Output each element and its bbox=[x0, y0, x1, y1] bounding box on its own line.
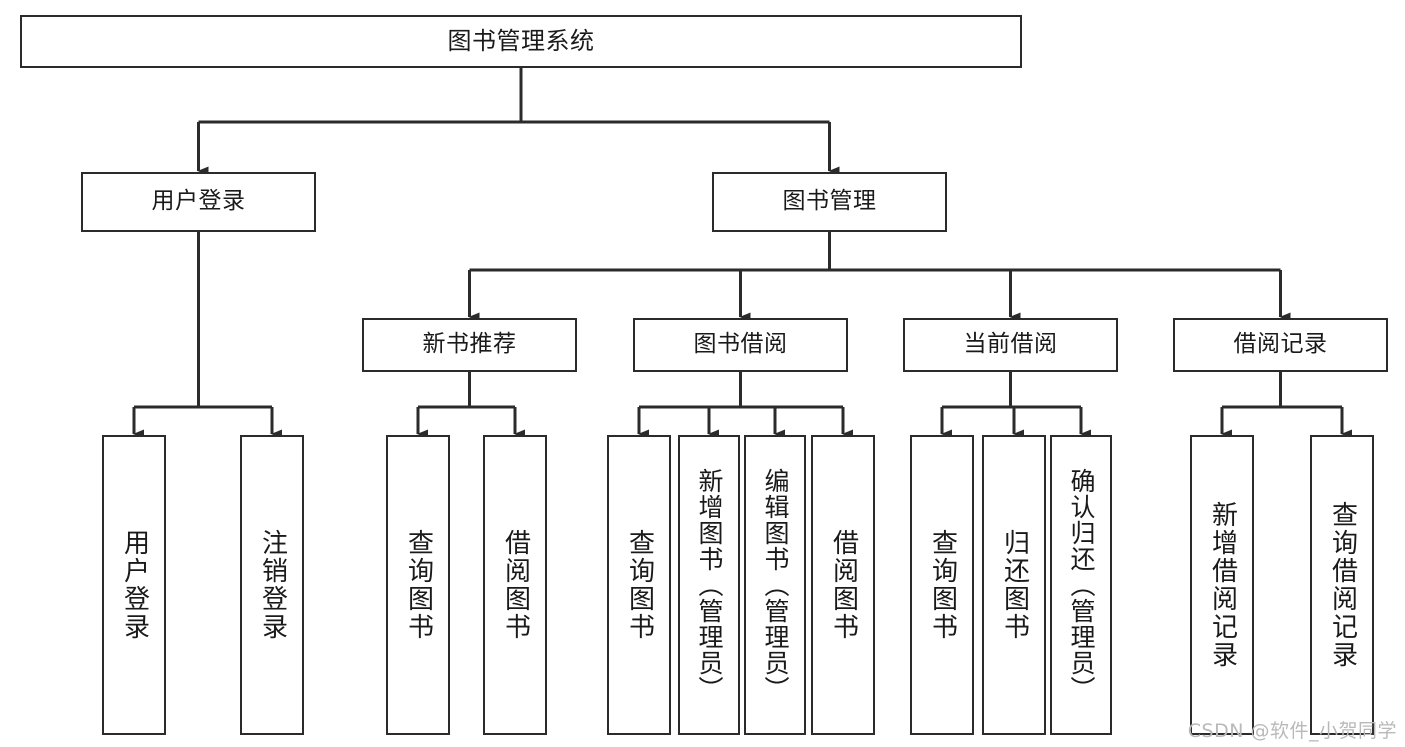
node-leaf-return-book[interactable]: 归还图书 bbox=[982, 435, 1046, 735]
node-borrow-record[interactable]: 借阅记录 bbox=[1173, 318, 1388, 372]
node-book-manage[interactable]: 图书管理 bbox=[712, 172, 947, 232]
node-leaf-query-book-2[interactable]: 查询图书 bbox=[607, 435, 671, 735]
node-label: 查询借阅记录 bbox=[1327, 501, 1358, 669]
node-label: 注销登录 bbox=[257, 529, 288, 641]
node-label: 图书借阅 bbox=[693, 331, 788, 358]
node-label: 新增借阅记录 bbox=[1207, 501, 1238, 669]
node-leaf-user-login[interactable]: 用户登录 bbox=[102, 435, 166, 735]
node-label: 借阅图书 bbox=[500, 529, 531, 641]
node-leaf-edit-book[interactable]: 编辑图书（管理员） bbox=[744, 435, 806, 735]
node-label: 用户登录 bbox=[151, 188, 246, 215]
node-label: 图书管理系统 bbox=[447, 27, 595, 56]
node-new-book-rec[interactable]: 新书推荐 bbox=[362, 318, 577, 372]
node-leaf-borrow-book-1[interactable]: 借阅图书 bbox=[483, 435, 547, 735]
node-root-title[interactable]: 图书管理系统 bbox=[20, 15, 1022, 68]
node-label: 查询图书 bbox=[927, 529, 958, 641]
node-leaf-query-book-3[interactable]: 查询图书 bbox=[910, 435, 974, 735]
node-leaf-query-book-1[interactable]: 查询图书 bbox=[386, 435, 450, 735]
node-user-login[interactable]: 用户登录 bbox=[81, 172, 316, 232]
node-book-borrow[interactable]: 图书借阅 bbox=[633, 318, 848, 372]
node-label: 编辑图书（管理员） bbox=[761, 468, 790, 702]
node-label: 新书推荐 bbox=[422, 331, 517, 358]
node-label: 当前借阅 bbox=[963, 331, 1058, 358]
node-label: 借阅记录 bbox=[1233, 331, 1328, 358]
node-leaf-borrow-book-2[interactable]: 借阅图书 bbox=[811, 435, 875, 735]
node-current-borrow[interactable]: 当前借阅 bbox=[903, 318, 1118, 372]
node-label: 归还图书 bbox=[999, 529, 1030, 641]
node-label: 用户登录 bbox=[119, 529, 150, 641]
node-label: 图书管理 bbox=[782, 188, 877, 215]
node-label: 新增图书（管理员） bbox=[695, 468, 724, 702]
node-leaf-confirm-return[interactable]: 确认归还（管理员） bbox=[1050, 435, 1112, 735]
node-label: 查询图书 bbox=[624, 529, 655, 641]
node-label: 查询图书 bbox=[403, 529, 434, 641]
node-label: 确认归还（管理员） bbox=[1067, 468, 1096, 702]
node-leaf-query-record[interactable]: 查询借阅记录 bbox=[1310, 435, 1374, 735]
node-leaf-add-record[interactable]: 新增借阅记录 bbox=[1190, 435, 1254, 735]
node-leaf-logout[interactable]: 注销登录 bbox=[240, 435, 304, 735]
node-label: 借阅图书 bbox=[828, 529, 859, 641]
node-leaf-add-book[interactable]: 新增图书（管理员） bbox=[678, 435, 740, 735]
